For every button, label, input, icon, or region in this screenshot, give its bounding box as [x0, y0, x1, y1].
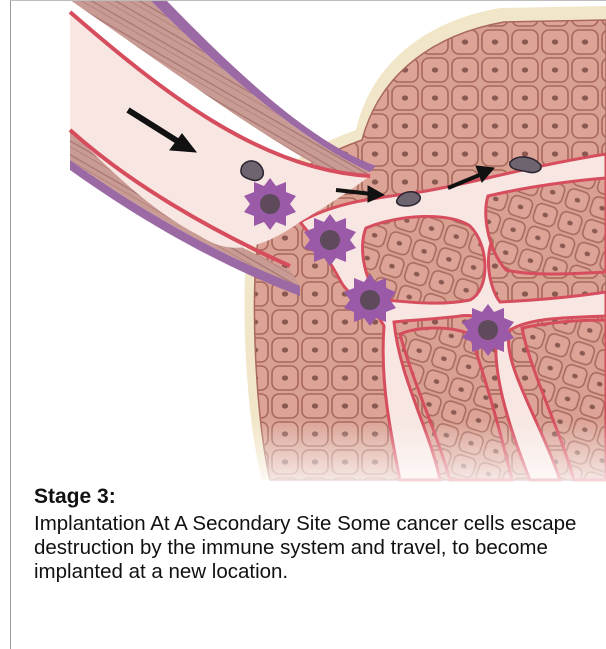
caption-heading: Stage 3:: [34, 484, 594, 510]
migrating-cell-icon: [241, 161, 263, 180]
frame-left-border: [10, 0, 11, 649]
tissue-island-2: [486, 178, 606, 274]
metastasis-illustration: [0, 0, 606, 500]
caption: Stage 3: Implantation At A Secondary Sit…: [34, 484, 594, 584]
frame-top-border: [10, 0, 606, 1]
caption-body: Implantation At A Secondary Site Some ca…: [34, 512, 594, 584]
